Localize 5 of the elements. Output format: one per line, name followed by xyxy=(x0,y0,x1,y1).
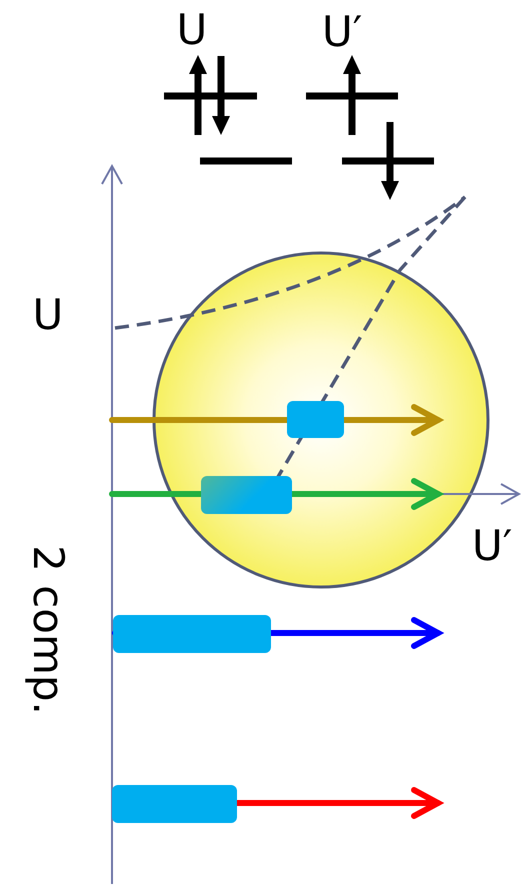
symbol-label: U′ xyxy=(322,11,362,53)
symbol-label: U′ xyxy=(472,525,512,567)
axis-label: 2 comp. xyxy=(26,545,69,715)
symbol-label: U xyxy=(32,294,64,336)
symbol-label: U xyxy=(176,9,208,51)
